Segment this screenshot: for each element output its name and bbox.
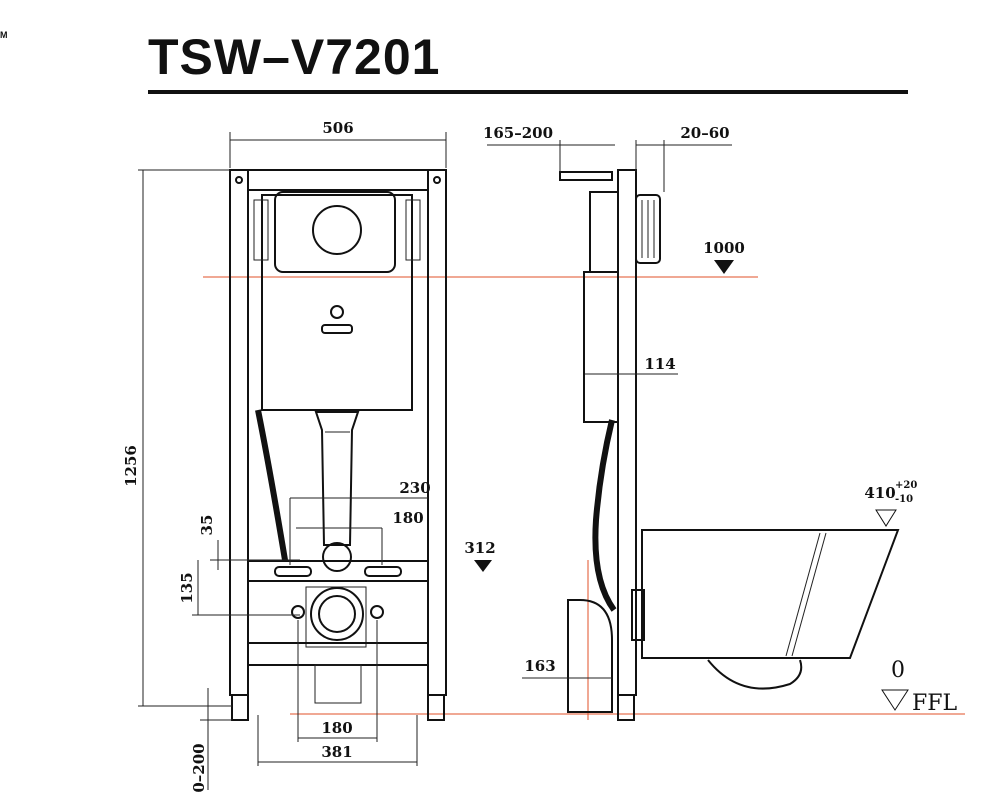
drain-outlet-icon <box>310 587 364 641</box>
side-top-bracket <box>559 171 613 181</box>
right-post <box>427 169 447 696</box>
side-view: 165–200 20–60 1000 114 163 410 +20 -10 0… <box>483 124 958 721</box>
dim-410-plus-label: +20 <box>895 480 917 491</box>
flush-pipe <box>314 411 360 546</box>
dim-410-label: 410 <box>864 484 895 502</box>
mounting-bar <box>247 560 429 582</box>
side-valve-block <box>589 191 619 273</box>
dim-312-label: 312 <box>464 539 495 557</box>
side-foot <box>617 694 635 721</box>
dim-230-label: 230 <box>399 479 430 497</box>
drain-box <box>305 586 367 648</box>
side-drain-bend <box>567 599 613 713</box>
dim-165-200-label: 165–200 <box>483 124 553 142</box>
model-title: TSW–V7201 <box>148 29 441 85</box>
pipe-outlet-icon <box>322 542 352 572</box>
inlet-icon <box>330 305 344 319</box>
dim-163-label: 163 <box>524 657 555 675</box>
flush-button-icon <box>312 205 362 255</box>
front-view: 506 1256 35 135 230 180 312 180 381 0–20… <box>122 119 496 793</box>
floor-level-label: FFL <box>912 691 958 716</box>
cistern-body <box>261 194 413 411</box>
level-marker-410-icon <box>875 509 897 527</box>
dim-506-label: 506 <box>322 119 353 137</box>
side-flush-plate <box>635 194 661 264</box>
dim-1000-label: 1000 <box>703 239 745 257</box>
right-foot <box>427 694 445 721</box>
dim-410-minus-label: -10 <box>895 494 913 505</box>
bowl-edge-line <box>791 532 827 657</box>
bolt-icon <box>433 176 441 184</box>
side-post <box>617 169 637 696</box>
inlet-slot <box>321 324 353 334</box>
left-valve <box>253 199 269 261</box>
flush-plate <box>274 191 396 273</box>
bowl-base <box>707 659 803 690</box>
bolt-left-icon <box>291 605 305 619</box>
right-valve <box>405 199 421 261</box>
bolt-right-icon <box>370 605 384 619</box>
flush-hose <box>255 409 288 561</box>
drain-pipe <box>314 664 362 704</box>
floor-level-value: 0 <box>891 658 905 683</box>
side-cistern <box>583 271 619 423</box>
dim-114-label: 114 <box>644 355 675 373</box>
dim-180-top-label: 180 <box>392 509 423 527</box>
dim-0-200-label: 0–200 <box>190 743 208 792</box>
drain-outlet-inner-icon <box>318 595 356 633</box>
level-marker-1000-icon <box>714 260 734 274</box>
left-post <box>229 169 249 696</box>
dim-35-label: 35 <box>198 515 216 536</box>
dim-381-label: 381 <box>321 743 352 761</box>
left-foot <box>231 694 249 721</box>
toilet-bowl <box>641 529 900 659</box>
floor-level-marker-icon <box>881 689 909 711</box>
dim-180-bottom-label: 180 <box>321 719 352 737</box>
bolt-icon <box>235 176 243 184</box>
level-marker-312-icon <box>474 560 492 572</box>
dim-1256-label: 1256 <box>122 445 140 487</box>
corner-mark: M <box>0 30 8 40</box>
dim-20-60-label: 20–60 <box>680 124 729 142</box>
bowl-edge-line <box>785 532 821 657</box>
side-hose <box>592 419 617 612</box>
side-drain-flange <box>631 589 645 641</box>
title-underline <box>148 90 908 94</box>
mount-slot-left <box>274 566 312 577</box>
dim-135-label: 135 <box>178 572 196 603</box>
mount-slot-right <box>364 566 402 577</box>
